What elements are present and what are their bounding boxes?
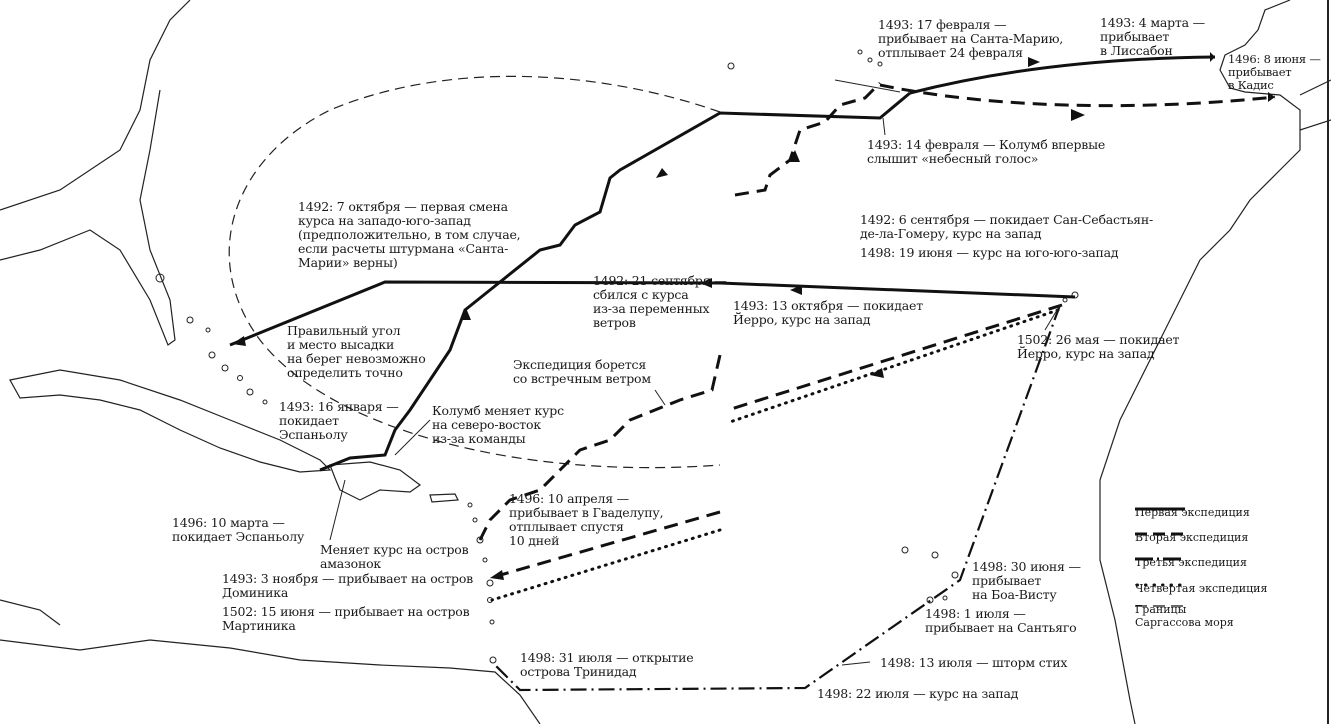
legend-swatch-dashdot	[1135, 557, 1185, 561]
label-boa-vista: 1498: 30 июня — прибывает на Боа-Висту	[972, 559, 1081, 602]
direction-arrows	[232, 52, 1275, 580]
label-gomera: 1492: 6 сентября — покидает Сан-Себастья…	[860, 212, 1154, 241]
label-west-course: 1498: 22 июля — курс на запад	[817, 686, 1019, 701]
coastline-cuba	[9, 369, 332, 473]
legend-item-third: Третья экспедиция	[1135, 556, 1247, 569]
label-lost-course: 1492: 21 сентября — сбился с курса из-за…	[593, 273, 727, 330]
legend-item-second: Вторая экспедиция	[1135, 531, 1248, 544]
coastline-south-america	[0, 599, 541, 724]
label-martinique: 1502: 15 июня — прибывает на остров Март…	[222, 604, 470, 633]
label-lisbon: 1493: 4 марта — прибывает в Лиссабон	[1100, 15, 1205, 58]
legend-swatch-thin-dashed	[1135, 605, 1185, 607]
label-heavenly-voice: 1493: 14 февраля — Колумб впервые слышит…	[867, 137, 1106, 166]
label-storm: 1498: 13 июля — шторм стих	[880, 655, 1068, 670]
label-guadeloupe: 1496: 10 апреля — прибывает в Гваделупу,…	[509, 491, 664, 548]
legend-swatch-dotted	[1135, 583, 1185, 587]
label-northeast: Колумб меняет курс на северо-восток из-з…	[432, 403, 564, 446]
islands	[155, 49, 1079, 664]
route-fourth-expedition	[490, 308, 1060, 602]
coastline-north-america	[0, 0, 191, 346]
label-dominica: 1493: 3 ноября — прибывает на остров Дом…	[222, 571, 474, 600]
label-course-change: 1492: 7 октября — первая смена курса на …	[298, 199, 521, 270]
legend-item-sargasso: Границы Саргассова моря	[1135, 603, 1234, 629]
label-ssw-course: 1498: 19 июня — курс на юго-юго-запад	[860, 245, 1119, 260]
legend-item-first: Первая экспедиция	[1135, 506, 1250, 519]
label-cadiz: 1496: 8 июня — прибывает в Кадис	[1228, 52, 1321, 92]
label-landing: Правильный угол и место высадки на берег…	[287, 323, 426, 380]
coastline-europe-africa	[1099, 0, 1331, 724]
coastline-hispaniola	[329, 461, 422, 501]
label-leaves-hispaniola-1496: 1496: 10 марта — покидает Эспаньолу	[172, 515, 305, 544]
route-second-expedition	[478, 81, 1276, 580]
label-headwind: Экспедиция борется со встречным ветром	[513, 357, 651, 386]
legend-label: Границы Саргассова моря	[1135, 603, 1234, 629]
label-amazons: Меняет курс на остров амазонок	[320, 542, 469, 571]
label-hierro-1502: 1502: 26 мая — покидает Йерро, курс на з…	[1017, 332, 1180, 361]
label-trinidad: 1498: 31 июля — открытие острова Тринида…	[520, 650, 694, 679]
leader-lines	[329, 79, 1061, 666]
route-first-expedition	[229, 55, 1216, 472]
label-santiago: 1498: 1 июля — прибывает на Сантьяго	[925, 606, 1077, 635]
legend-swatch-solid	[1135, 507, 1185, 511]
label-hierro-1493: 1493: 13 октября — покидает Йерро, курс …	[733, 298, 923, 327]
legend-item-fourth: Четвертая экспедиция	[1135, 582, 1267, 595]
legend-swatch-dashed	[1135, 532, 1185, 536]
route-third-expedition	[494, 304, 1062, 692]
label-santa-maria: 1493: 17 февраля — прибывает на Санта-Ма…	[878, 17, 1064, 60]
label-leaves-hispaniola-1493: 1493: 16 января — покидает Эспаньолу	[279, 399, 399, 442]
coastline-puerto-rico	[429, 493, 459, 503]
sargasso-boundary	[228, 75, 721, 469]
